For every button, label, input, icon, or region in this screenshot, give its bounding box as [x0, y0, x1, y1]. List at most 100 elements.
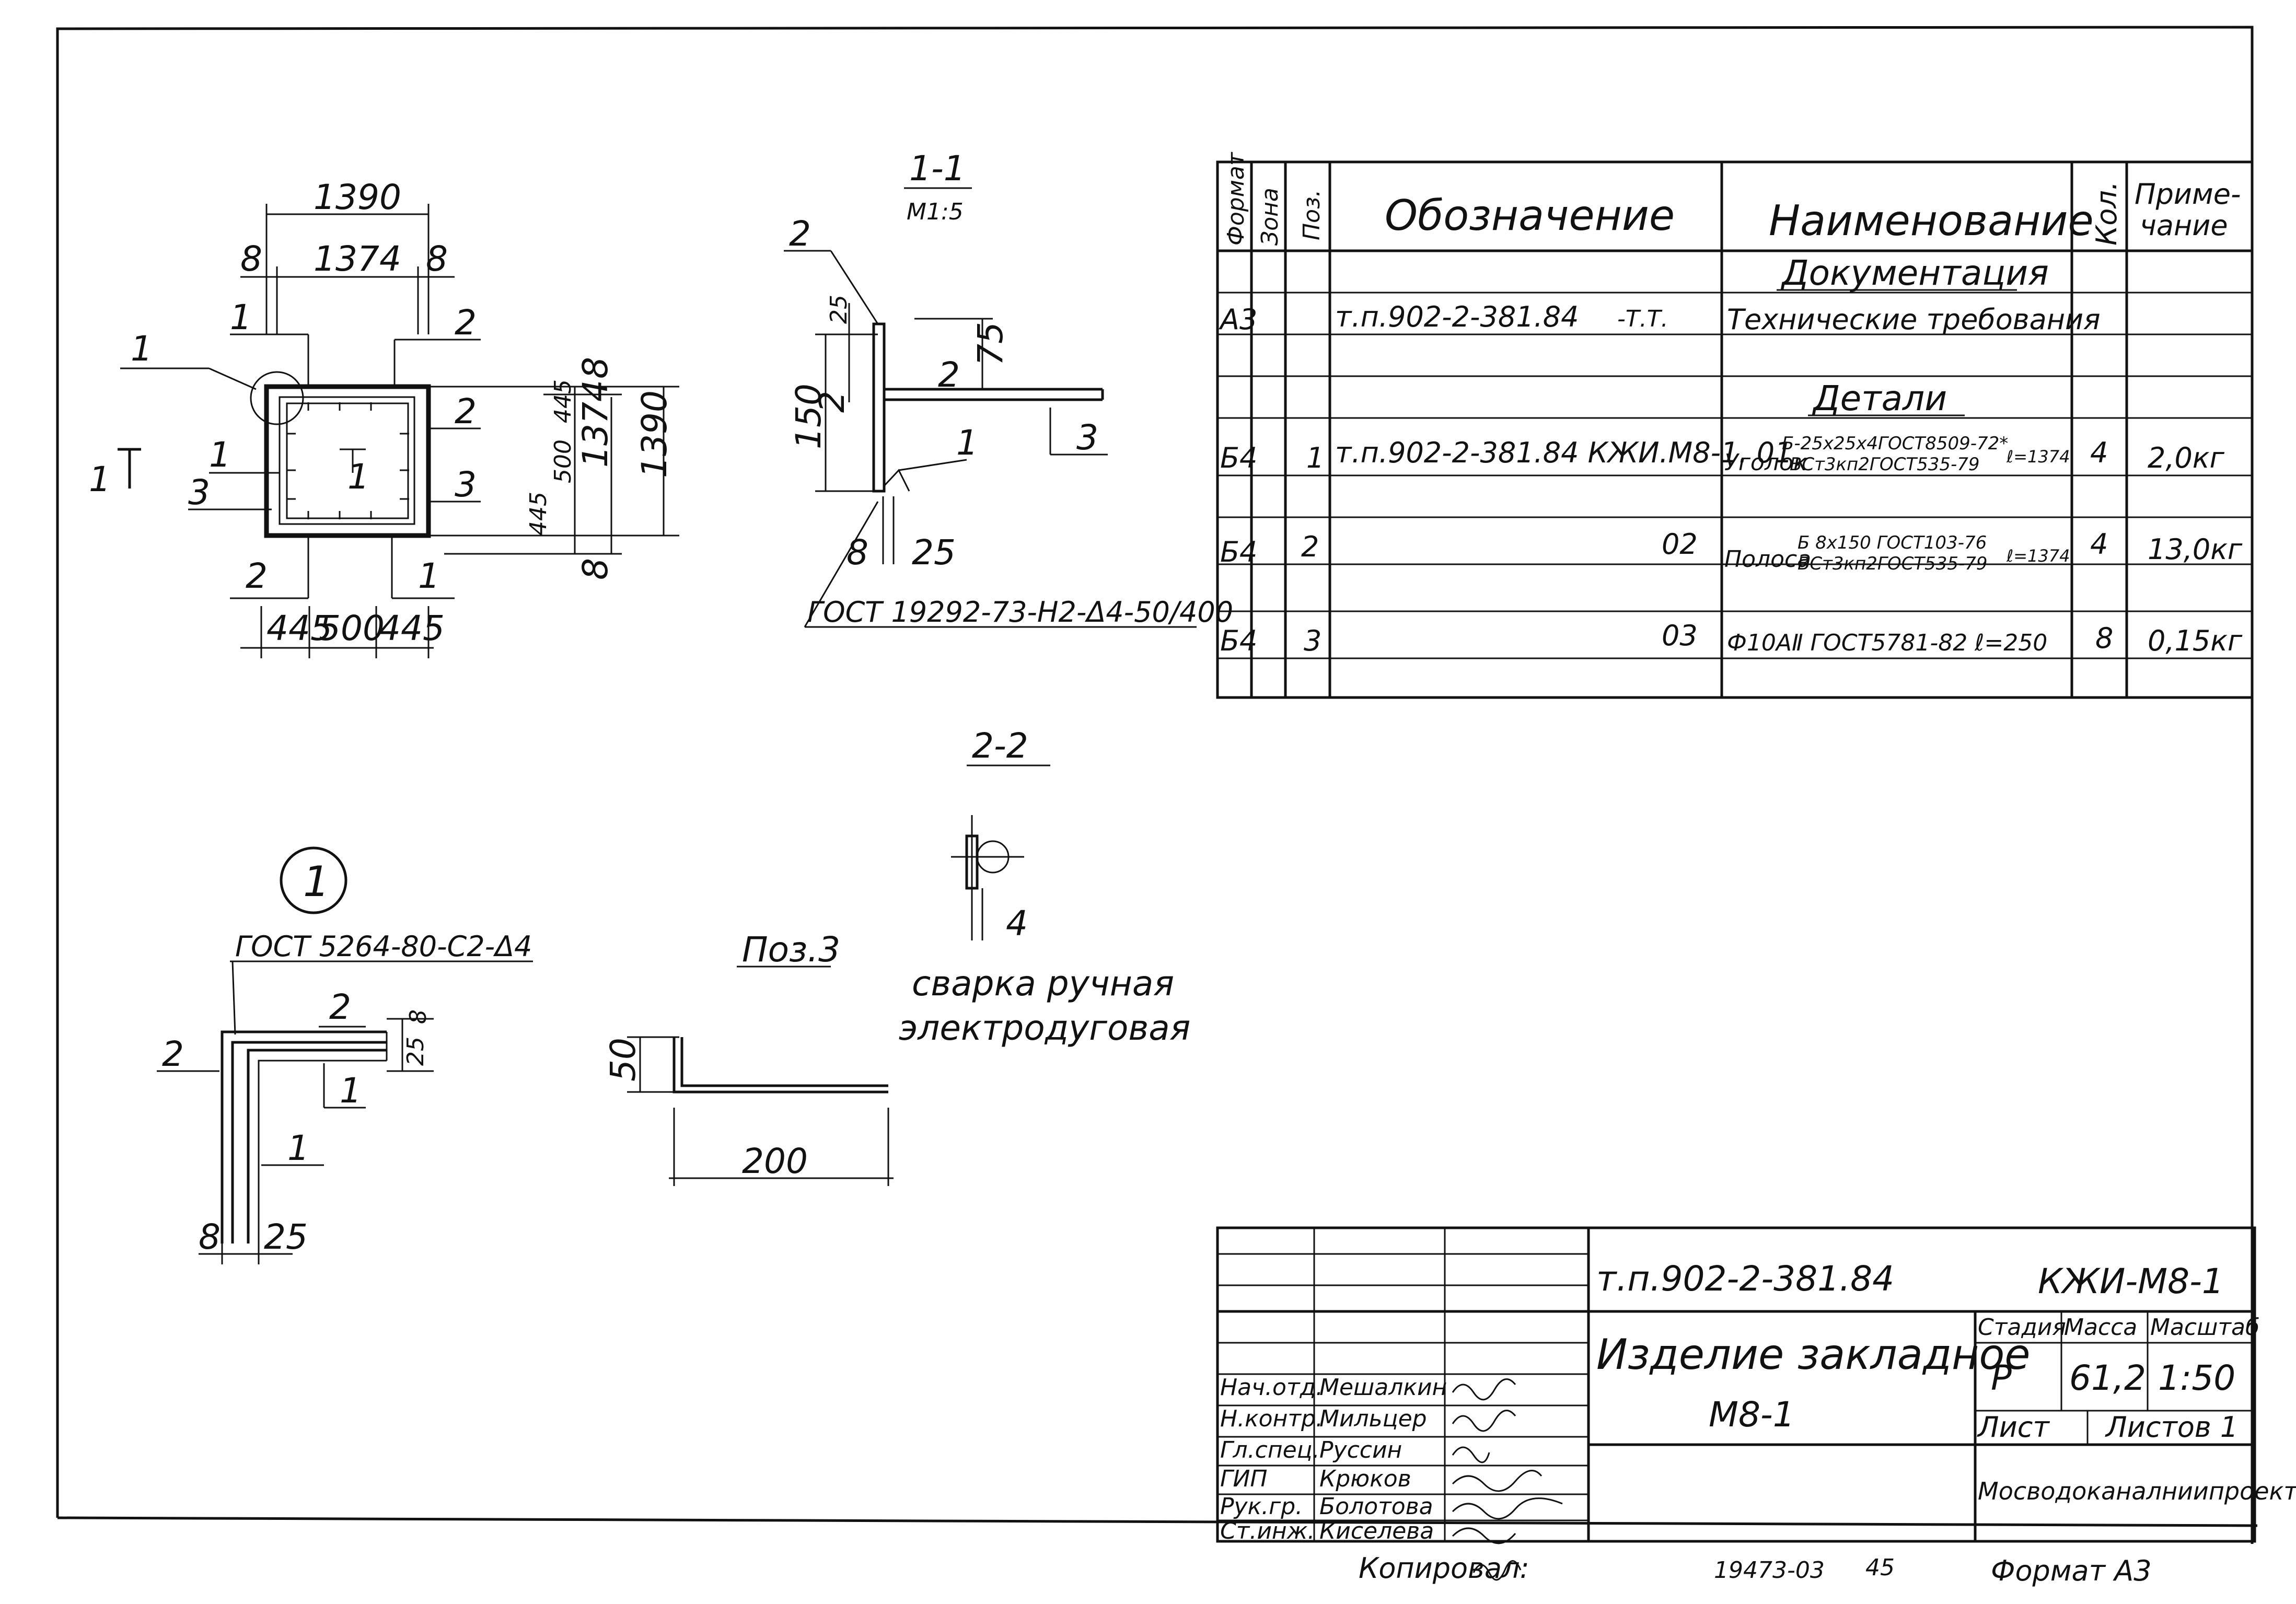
header-zone: Зона [1257, 188, 1283, 246]
plan-top-gap: 8 [575, 357, 616, 379]
plan-seg-c: 445 [379, 608, 445, 648]
tb-stage: Р [1991, 1358, 2012, 1398]
detail-1-dim-25: 25 [264, 1217, 308, 1257]
header-name: Наименование [1769, 196, 2094, 245]
plan-right-edge: 8 [426, 239, 448, 279]
row-3-qty: 4 [2090, 528, 2108, 561]
sig-role-2: Н.контр. [1220, 1405, 1323, 1432]
footer: Копировал: 19473-03 45 Формат А3 [1359, 1552, 2152, 1587]
section-1-1-pos-2: 2 [789, 214, 811, 254]
tb-mass: 61,2 [2069, 1358, 2146, 1398]
section-2-2: 2-2 4 сварка ручная электродуговая [899, 726, 1190, 1048]
row-2-name-suffix: ℓ=1374 [2006, 447, 2070, 467]
row-4-pos: 3 [1304, 624, 1321, 657]
detail-1-pos-2-left: 2 [162, 1034, 184, 1074]
plan-view: 1390 1374 8 8 445 500 445 1390 1374 445 … [89, 177, 679, 658]
row-3-designation: 02 [1662, 528, 1698, 561]
section-1-1-dim-25: 25 [826, 295, 852, 324]
row-2-designation: т.п.902-2-381.84 КЖИ.М8-1. 01 [1335, 436, 1793, 469]
plan-height-overall: 1390 [634, 390, 675, 478]
tb-scale-label: Масштаб [2150, 1314, 2259, 1341]
section-1-1-pos-1: 1 [956, 423, 978, 463]
row-2-note: 2,0кг [2148, 441, 2224, 474]
section-1-1-scale: М1:5 [907, 199, 964, 225]
detail-1-dim-8v: 8 [405, 1009, 432, 1024]
section-1-1: 1-1 М1:5 25 150 2 75 2 2 1 3 8 25 ГОСТ 1… [784, 148, 1233, 629]
sig-name-3: Руссин [1319, 1437, 1402, 1463]
plan-pos-3-right: 3 [455, 464, 477, 505]
sig-role-4: ГИП [1220, 1466, 1268, 1492]
plan-center-mark: 1 [347, 457, 369, 497]
pos-3-dim-50: 50 [603, 1038, 643, 1082]
detail-1-weld-note: ГОСТ 5264-80-С2-Δ4 [235, 930, 532, 963]
plan-height-inner: 1374 [575, 380, 616, 468]
sig-role-3: Гл.спец. [1220, 1437, 1320, 1463]
sheet-frame [56, 26, 2258, 1544]
row-2-name-prefix: Уголок [1724, 449, 1807, 476]
page-number: 45 [1865, 1554, 1895, 1581]
plan-pos-1-top: 1 [230, 297, 252, 338]
plan-vseg-a: 445 [550, 379, 576, 423]
row-2-pos: 1 [1306, 441, 1324, 474]
header-pos: Поз. [1298, 190, 1325, 240]
header-format: Формат [1223, 152, 1249, 246]
row-4-qty: 8 [2095, 622, 2113, 655]
header-note-1: Приме- [2135, 178, 2241, 211]
plan-vseg-c: 445 [525, 492, 552, 536]
pos-3-detail: Поз.3 50 200 [603, 929, 894, 1186]
tb-sheet-label: Лист [1977, 1411, 2050, 1444]
sig-name-5: Болотова [1319, 1493, 1433, 1520]
row-2-name-line2: ВСт3кп2ГОСТ535-79 [1790, 454, 1980, 475]
plan-view-mark: 1 [89, 459, 111, 499]
row-2-qty: 4 [2090, 436, 2108, 469]
plan-pos-2-bottom: 2 [246, 556, 268, 596]
section-1-1-title: 1-1 [909, 148, 966, 189]
signature-scribbles [1452, 1378, 1563, 1544]
tb-project-code: т.п.902-2-381.84 [1596, 1259, 1894, 1299]
row-3-note: 13,0кг [2148, 533, 2243, 566]
format-label: Формат А3 [1991, 1554, 2152, 1587]
plan-pos-2-top: 2 [455, 303, 477, 343]
row-3-format: Б4 [1220, 536, 1257, 568]
sig-role-1: Нач.отд. [1220, 1374, 1323, 1401]
tb-sheets-label: Листов 1 [2105, 1411, 2238, 1444]
header-note-2: чание [2140, 209, 2228, 242]
row-1-designation: т.п.902-2-381.84 [1335, 300, 1579, 333]
tb-drawing-code: КЖИ-М8-1 [2038, 1261, 2224, 1301]
section-1-1-pos-3: 3 [1076, 417, 1098, 458]
sig-role-5: Рук.гр. [1220, 1493, 1303, 1520]
tb-scale: 1:50 [2158, 1358, 2235, 1398]
detail-1-pos-1-mid: 1 [340, 1071, 362, 1111]
pos-3-title: Поз.3 [742, 929, 840, 970]
plan-callout-1: 1 [131, 329, 153, 369]
row-4-note: 0,15кг [2148, 624, 2243, 657]
plan-seg-a: 445 [266, 608, 332, 648]
row-2-format: Б4 [1220, 441, 1257, 474]
row-1-designation-suffix: -Т.Т. [1617, 306, 1668, 332]
tb-title-line1: Изделие закладное [1596, 1330, 2031, 1379]
section-1-1-dim-8: 8 [846, 532, 868, 573]
section-1-1-pos-2b: 2 [938, 355, 960, 395]
row-4-name: Ф10АⅡ ГОСТ5781-82 ℓ=250 [1727, 630, 2047, 656]
section-1-1-dim-150: 150 [788, 383, 829, 449]
detail-1-pos-2-top: 2 [329, 987, 351, 1027]
detail-1-mark: 1 [303, 857, 330, 906]
row-2-name-line1: Б-25х25х4ГОСТ8509-72* [1782, 433, 2008, 454]
spec-table: Формат Зона Поз. Обозначение Наименовани… [1216, 152, 2254, 699]
section-2-2-dim-4: 4 [1006, 903, 1028, 944]
section-2-2-note-2: электродуговая [899, 1008, 1190, 1048]
plan-left-edge: 8 [240, 239, 262, 279]
pos-3-dim-200: 200 [742, 1141, 808, 1181]
detail-1: 1 ГОСТ 5264-80-С2-Δ4 2 2 1 1 8 25 25 8 [157, 846, 533, 1264]
section-1-1-dim-2: 2 [812, 391, 852, 413]
row-1-name: Технические требования [1727, 303, 2101, 336]
row-3-name-line2: ВСт3кп2ГОСТ535-79 [1798, 553, 1988, 574]
section-1-1-dim-75: 75 [970, 322, 1011, 366]
sig-name-6: Киселева [1319, 1518, 1434, 1544]
title-block: т.п.902-2-381.84 КЖИ-М8-1 Изделие заклад… [1216, 1226, 2296, 1544]
detail-1-circle [280, 846, 347, 914]
plan-seg-b: 500 [319, 608, 385, 648]
row-4-designation: 03 [1662, 619, 1698, 652]
section-2-2-note-1: сварка ручная [912, 963, 1174, 1004]
sig-name-1: Мешалкин [1319, 1374, 1447, 1401]
